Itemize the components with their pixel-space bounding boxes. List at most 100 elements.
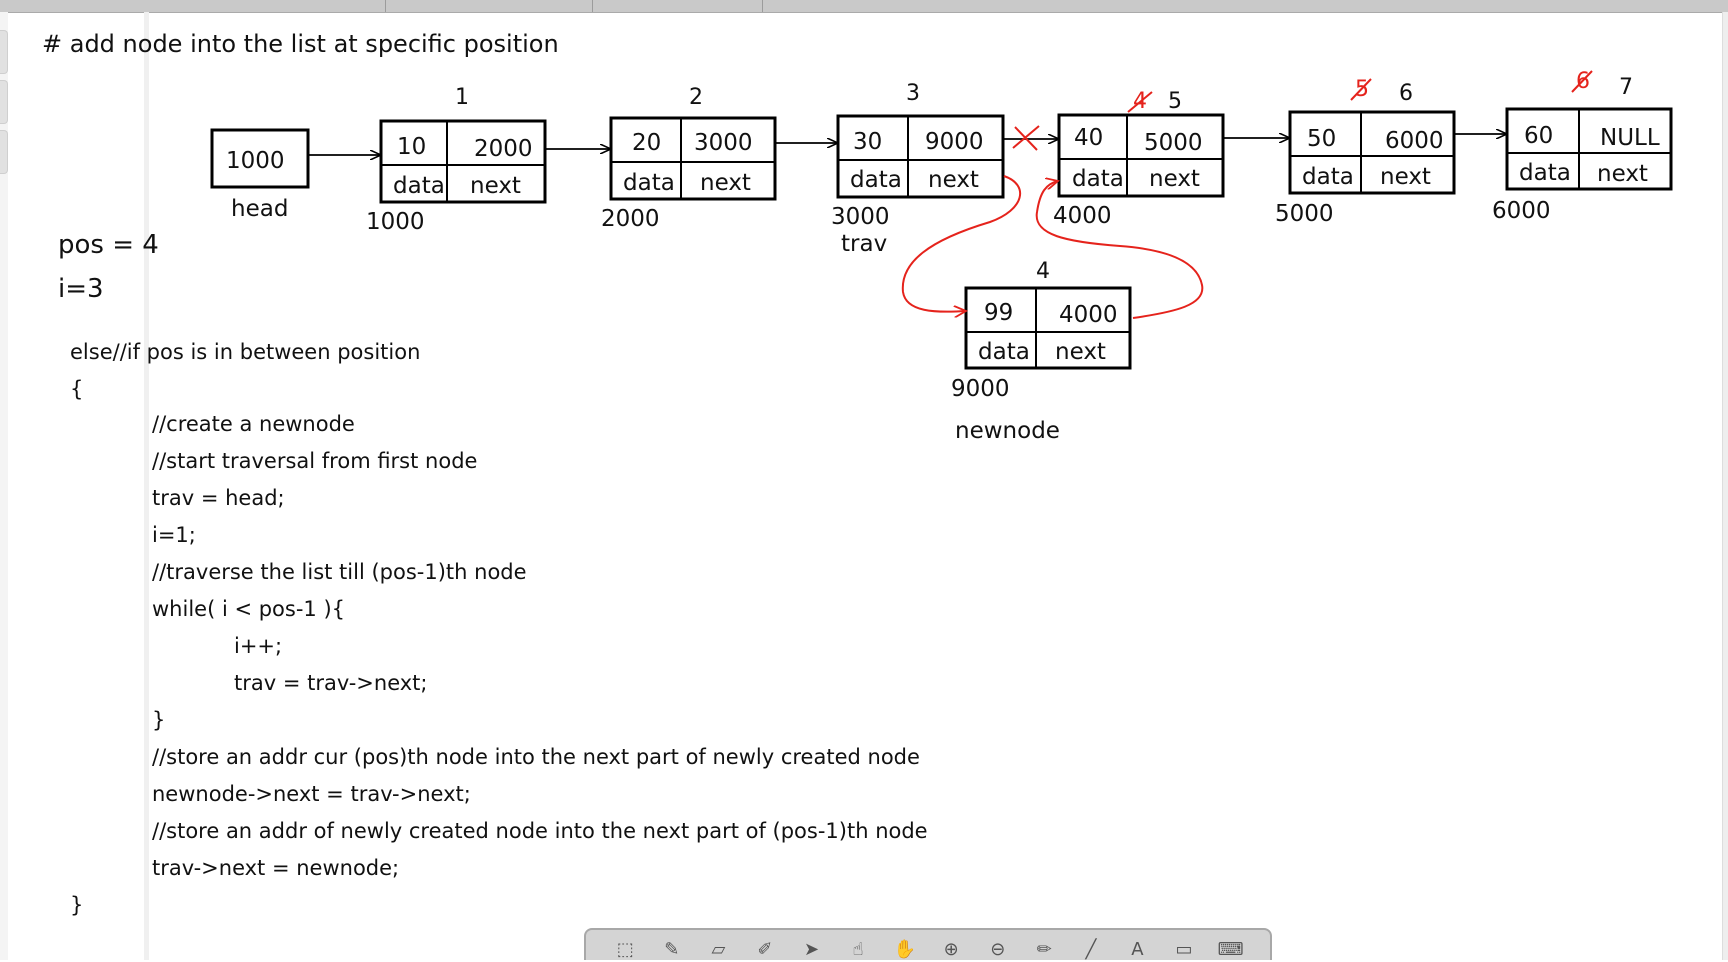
node-data-value: 30	[853, 129, 882, 155]
code-line: //start traversal from first node	[152, 449, 478, 473]
head-label: head	[231, 196, 288, 222]
node-data-value: 60	[1524, 123, 1553, 149]
zoom-in-icon[interactable]: ⊕	[943, 939, 959, 960]
node-index: 1	[455, 85, 469, 110]
node-index: 5	[1168, 89, 1182, 114]
node-address: 1000	[366, 209, 425, 235]
text-tool-icon[interactable]: A	[1131, 939, 1144, 960]
node-address: 4000	[1053, 203, 1112, 229]
node-next-label: next	[1149, 166, 1200, 192]
code-line: trav->next = newnode;	[152, 856, 400, 880]
node-next-value: 5000	[1144, 130, 1203, 156]
side-tab[interactable]	[0, 130, 8, 174]
code-line: }	[70, 893, 84, 917]
node-next-value: 2000	[474, 136, 533, 162]
node-address: 2000	[601, 206, 660, 232]
side-tab[interactable]	[0, 30, 8, 74]
select-tool-icon[interactable]: ⬚	[616, 939, 634, 960]
cross-mark-icon	[1012, 125, 1040, 151]
head-value: 1000	[226, 148, 285, 174]
node-address: 9000	[951, 376, 1010, 402]
list-node: 1 10 2000 data next 1000	[366, 85, 547, 235]
code-line: trav = trav->next;	[234, 671, 428, 695]
node-next-label: next	[1055, 339, 1106, 365]
zoom-out-icon[interactable]: ⊖	[990, 939, 1006, 960]
code-line: //create a newnode	[152, 412, 355, 436]
code-line: }	[152, 708, 166, 732]
tab-separator	[762, 0, 763, 12]
node-data-label: data	[1302, 164, 1354, 190]
node-next-value: 9000	[925, 129, 984, 155]
eraser-icon[interactable]: ▱	[711, 939, 726, 960]
node-index: 2	[689, 85, 703, 110]
list-node: 2 20 3000 data next 2000	[601, 85, 777, 232]
list-node: 5 6 50 6000 data next 5000	[1275, 77, 1456, 227]
new-node: 4 99 4000 data next 9000 newnode	[951, 259, 1132, 444]
node-data-label: data	[1072, 166, 1124, 192]
node-data-label: data	[850, 167, 902, 193]
pos-note: pos = 4	[58, 230, 159, 260]
node-data-value: 20	[632, 130, 661, 156]
head-pointer: 1000 head	[210, 128, 310, 222]
code-line: //store an addr cur (pos)th node into th…	[152, 745, 920, 769]
node-next-label: next	[1597, 161, 1648, 187]
node-next-value: 3000	[694, 130, 753, 156]
link-arrows	[308, 134, 1507, 155]
list-node: 4 5 40 5000 data next 4000	[1053, 89, 1225, 229]
newnode-label: newnode	[955, 418, 1060, 444]
node-address: 6000	[1492, 198, 1551, 224]
trav-label: trav	[841, 231, 887, 257]
code-line: {	[70, 377, 84, 401]
side-tab[interactable]	[0, 80, 8, 124]
node-index: 7	[1619, 75, 1633, 100]
vertical-scrollbar[interactable]	[1722, 12, 1728, 960]
node-data-label: data	[393, 173, 445, 199]
keyboard-icon[interactable]: ⌨	[1217, 939, 1244, 960]
shape-icon[interactable]: ▭	[1175, 939, 1193, 960]
arrow-to-newnode	[901, 175, 1022, 312]
pen-icon[interactable]: ✎	[664, 939, 680, 960]
code-line: while( i < pos-1 ){	[152, 597, 346, 621]
code-line: i=1;	[152, 523, 196, 547]
code-line: i++;	[234, 634, 283, 658]
list-node: 6 7 60 NULL data next 6000	[1492, 69, 1673, 224]
node-next-value: NULL	[1600, 125, 1660, 151]
strike-mark	[1350, 78, 1372, 101]
node-data-value: 50	[1307, 126, 1336, 152]
node-data-value: 99	[984, 300, 1013, 326]
node-data-label: data	[1519, 160, 1571, 186]
node-index: 4	[1036, 259, 1050, 284]
line-icon[interactable]: ╱	[1085, 939, 1097, 960]
tab-separator	[592, 0, 593, 12]
node-next-value: 6000	[1385, 128, 1444, 154]
i-note: i=3	[58, 274, 104, 304]
list-node: 3 30 9000 data next 3000 trav	[831, 81, 1005, 257]
left-gutter	[0, 12, 8, 960]
page-margin	[144, 12, 149, 960]
strike-mark	[1127, 91, 1153, 113]
marker-icon[interactable]: ✏	[1036, 939, 1052, 960]
window-top-strip	[0, 0, 1728, 13]
node-next-label: next	[928, 167, 979, 193]
node-next-label: next	[470, 173, 521, 199]
highlighter-icon[interactable]: ✐	[757, 939, 773, 960]
tab-separator	[385, 0, 386, 12]
node-index: 6	[1399, 81, 1413, 106]
page-title: # add node into the list at specific pos…	[42, 30, 559, 58]
code-line: newnode->next = trav->next;	[152, 782, 471, 806]
node-index: 3	[906, 81, 920, 106]
hand-pan-icon[interactable]: ✋	[893, 939, 916, 960]
node-data-value: 40	[1074, 125, 1103, 151]
hand-pointer-icon[interactable]: ☝	[852, 939, 864, 960]
node-address: 5000	[1275, 201, 1334, 227]
arrow-to-next-node	[1035, 181, 1204, 319]
strike-mark	[1571, 70, 1593, 93]
node-address: 3000	[831, 204, 890, 230]
node-data-label: data	[623, 170, 675, 196]
node-next-label: next	[700, 170, 751, 196]
node-data-label: data	[978, 339, 1030, 365]
code-line: //store an addr of newly created node in…	[152, 819, 928, 843]
annotation-toolbar: ⬚ ✎ ▱ ✐ ➤ ☝ ✋ ⊕ ⊖ ✏ ╱ A ▭ ⌨	[584, 928, 1272, 960]
pointer-icon[interactable]: ➤	[803, 939, 820, 960]
